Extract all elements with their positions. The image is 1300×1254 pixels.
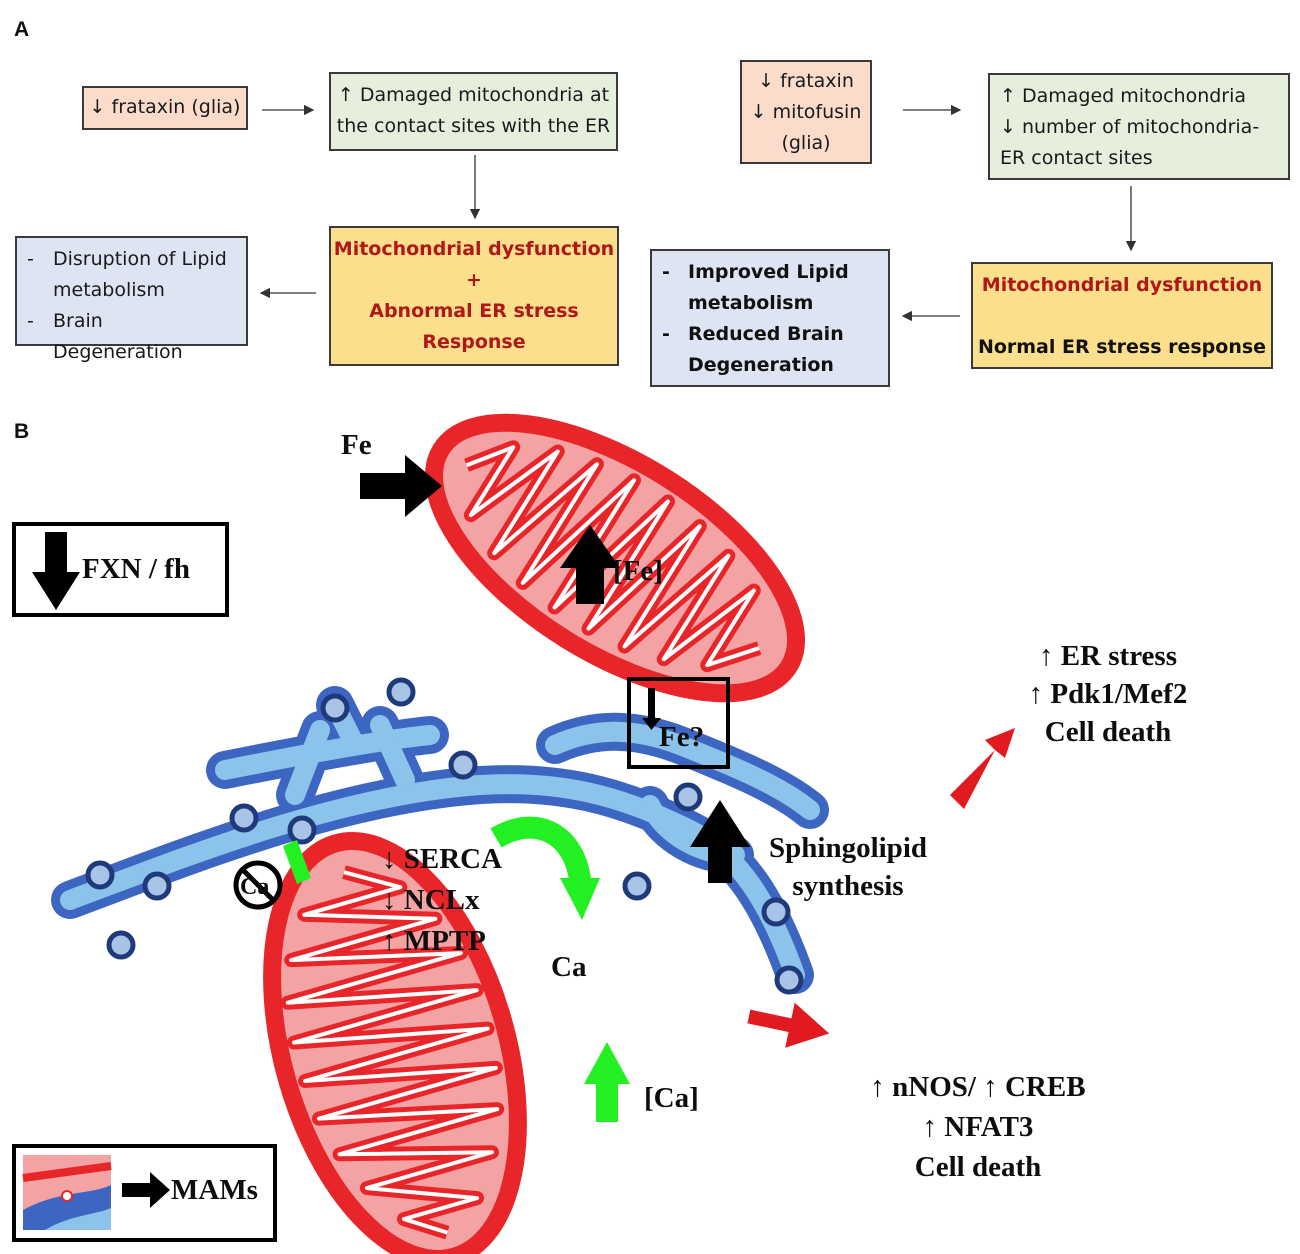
endoplasmic-reticulum [51, 677, 829, 995]
er-stress-line-1: ↑ ER stress [1038, 640, 1178, 672]
nnos-creb-line: ↑ nNOS/ ↑ CREB [870, 1071, 1086, 1103]
ca-transfer-arrowhead [560, 878, 600, 920]
mams-legend-label: MAMs [171, 1174, 258, 1206]
outcome-line-1: Disruption of Lipid [53, 248, 227, 270]
dysfunction-line-1: Mitochondrial dysfunction [333, 238, 615, 260]
ca-flow-label: Ca [551, 951, 587, 983]
damaged-mitochondria-box: ↑ Damaged mitochondria at the contact si… [329, 72, 618, 151]
panel-a-connectors [259, 104, 1137, 322]
rdamaged-line-3: ER contact sites [1000, 147, 1153, 169]
routcome-line-3: Reduced Brain [688, 323, 844, 345]
fe-question-label: Fe? [659, 721, 705, 753]
routcome-line-1: Improved Lipid [688, 261, 849, 283]
blocked-ca-icon [233, 860, 283, 910]
fxn-down-arrow [32, 532, 80, 610]
frataxin-mitofusin-box: ↓ frataxin ↓ mitofusin (glia) [740, 60, 872, 164]
damaged-line-1: ↑ Damaged mitochondria at [337, 84, 610, 106]
dysfunction-line-4: Response [422, 331, 526, 353]
panel-b-diagram [12, 413, 1015, 1254]
ca-outcome-red-arrow [747, 1002, 830, 1048]
rdys-line-2: Normal ER stress response [977, 336, 1267, 358]
nfat3-line: ↑ NFAT3 [922, 1111, 1034, 1143]
fe-concentration-label: [Fe] [613, 555, 663, 587]
start-line-2: ↓ mitofusin [750, 101, 862, 123]
sphingolipid-arrow [690, 800, 750, 883]
mito-markers-label: ↓ SERCA ↓ NCLx ↑ MPTP [382, 839, 502, 962]
frataxin-glia-box: ↓ frataxin (glia) [82, 86, 248, 130]
ca-outcome-label: ↑ nNOS/ ↑ CREB ↑ NFAT3 Cell death [848, 1067, 1108, 1187]
fxn-label: FXN / fh [82, 553, 190, 585]
sphingolipid-synthesis-label: Sphingolipid synthesis [748, 829, 948, 905]
fxn-box-frame [12, 522, 229, 617]
rdamaged-line-2: ↓ number of mitochondria- [1000, 116, 1260, 138]
ca-concentration-label: [Ca] [644, 1082, 699, 1114]
improved-lipid-box: -Improved Lipid metabolism -Reduced Brai… [650, 249, 890, 387]
fe-down-small-arrow [642, 688, 661, 730]
mito-dysfunction-box: Mitochondrial dysfunction + Abnormal ER … [329, 226, 619, 366]
rdys-line-1: Mitochondrial dysfunction [981, 274, 1263, 296]
fe-uptake-arrow [360, 455, 442, 517]
er-stress-line-3: Cell death [1044, 716, 1172, 748]
mptp-label: ↑ MPTP [382, 925, 486, 957]
blocked-ca-label: Ca [240, 874, 270, 900]
nclx-label: ↓ NCLx [382, 884, 480, 916]
sphingolipid-line-1: Sphingolipid [769, 832, 927, 864]
outcome-line-3: Brain Degeneration [53, 310, 183, 363]
damaged-line-2: the contact sites with the ER [336, 115, 611, 137]
routcome-line-2: metabolism [688, 292, 814, 314]
er-stress-red-arrow [950, 728, 1015, 809]
routcome-line-4: Degeneration [688, 354, 834, 376]
dysfunction-line-2: + [466, 269, 482, 291]
dysfunction-line-3: Abnormal ER stress [369, 300, 579, 322]
mams-legend [12, 1144, 277, 1242]
ca-transfer-arrow [490, 816, 591, 882]
start-line-1: ↓ frataxin [758, 70, 854, 92]
fe-increase-arrow [560, 525, 620, 604]
fe-label: Fe [341, 429, 372, 461]
outcome-line-2: metabolism [53, 279, 165, 301]
damaged-reduced-contacts-box: ↑ Damaged mitochondria ↓ number of mitoc… [988, 73, 1290, 180]
panel-a-label: A [14, 18, 30, 41]
er-stress-line-2: ↑ Pdk1/Mef2 [1028, 678, 1188, 710]
ca-increase-arrow [584, 1042, 630, 1122]
start-line-3: (glia) [781, 132, 831, 154]
lipid-disruption-box: -Disruption of Lipid metabolism -Brain D… [15, 236, 248, 363]
fe-question-box [627, 677, 730, 769]
er-stress-outcome: ↑ ER stress ↑ Pdk1/Mef2 Cell death [1008, 637, 1208, 751]
bottom-mitochondrion [263, 832, 527, 1254]
rdamaged-line-1: ↑ Damaged mitochondria [1000, 85, 1247, 107]
sphingolipid-line-2: synthesis [792, 870, 904, 902]
panel-b-label: B [14, 420, 30, 443]
mam-ca-green-arrow [283, 840, 311, 884]
serca-label: ↓ SERCA [382, 843, 503, 875]
ca-cell-death-line: Cell death [914, 1151, 1042, 1183]
top-mitochondrion [425, 413, 805, 703]
mito-dysfunction-normal-box: Mitochondrial dysfunction Normal ER stre… [971, 262, 1273, 369]
